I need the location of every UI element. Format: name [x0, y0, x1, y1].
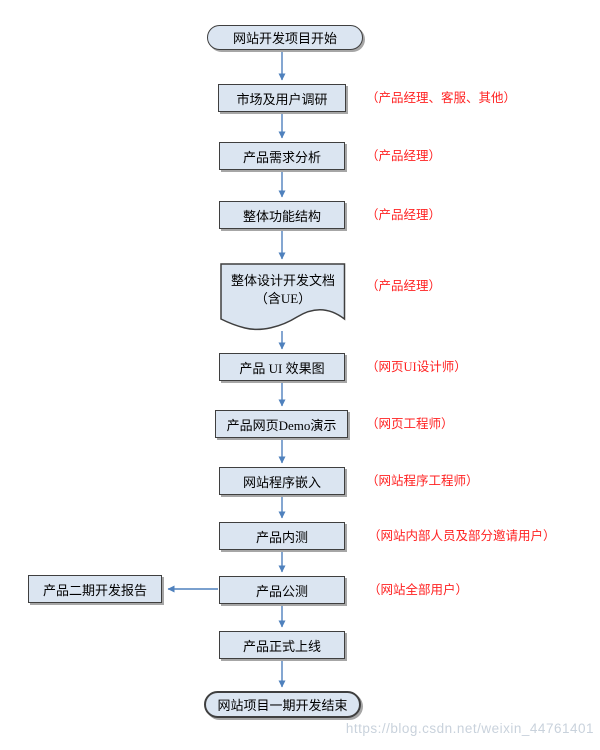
node-phase2-report-label: 产品二期开发报告	[42, 582, 147, 598]
document-shape-outline	[220, 263, 346, 331]
note-demo-presentation: （网页工程师）	[366, 417, 454, 431]
node-design-document-label: 整体设计开发文档	[230, 273, 335, 288]
node-overall-structure-label: 整体功能结构	[242, 208, 321, 224]
node-phase2-report: 产品二期开发报告	[28, 575, 162, 603]
note-design-document: （产品经理）	[366, 279, 442, 293]
node-start: 网站开发项目开始	[207, 25, 363, 50]
node-ui-mockup-label: 产品 UI 效果图	[239, 360, 325, 376]
node-public-beta: 产品公测	[219, 576, 345, 604]
node-market-research-label: 市场及用户调研	[236, 91, 328, 107]
node-internal-beta-label: 产品内测	[255, 529, 308, 545]
node-demo-presentation: 产品网页Demo演示	[215, 410, 348, 438]
node-public-beta-label: 产品公测	[255, 583, 308, 599]
note-market-research: （产品经理、客服、其他）	[366, 91, 517, 105]
node-requirement-analysis-label: 产品需求分析	[242, 149, 321, 165]
node-demo-presentation-label: 产品网页Demo演示	[226, 417, 337, 433]
note-ui-mockup: （网页UI设计师）	[366, 360, 467, 374]
note-requirement-analysis: （产品经理）	[366, 149, 442, 163]
node-official-launch: 产品正式上线	[219, 631, 345, 659]
csdn-watermark: https://blog.csdn.net/weixin_44761401	[345, 721, 594, 736]
node-start-label: 网站开发项目开始	[232, 31, 337, 46]
node-requirement-analysis: 产品需求分析	[219, 142, 345, 170]
node-internal-beta: 产品内测	[219, 522, 345, 550]
note-internal-beta: （网站内部人员及部分邀请用户）	[368, 529, 556, 543]
node-design-document: 整体设计开发文档 （含UE）	[220, 263, 346, 337]
node-program-embedding-label: 网站程序嵌入	[242, 474, 321, 490]
note-overall-structure: （产品经理）	[366, 208, 442, 222]
note-public-beta: （网站全部用户）	[368, 583, 469, 597]
node-end: 网站项目一期开发结束	[204, 691, 361, 718]
node-official-launch-label: 产品正式上线	[242, 638, 321, 654]
node-end-label: 网站项目一期开发结束	[217, 698, 348, 713]
note-program-embedding: （网站程序工程师）	[366, 474, 479, 488]
node-market-research: 市场及用户调研	[218, 84, 346, 112]
node-overall-structure: 整体功能结构	[219, 201, 345, 229]
node-design-document-label2: （含UE）	[254, 291, 312, 306]
node-program-embedding: 网站程序嵌入	[219, 467, 345, 495]
node-ui-mockup: 产品 UI 效果图	[219, 353, 345, 381]
